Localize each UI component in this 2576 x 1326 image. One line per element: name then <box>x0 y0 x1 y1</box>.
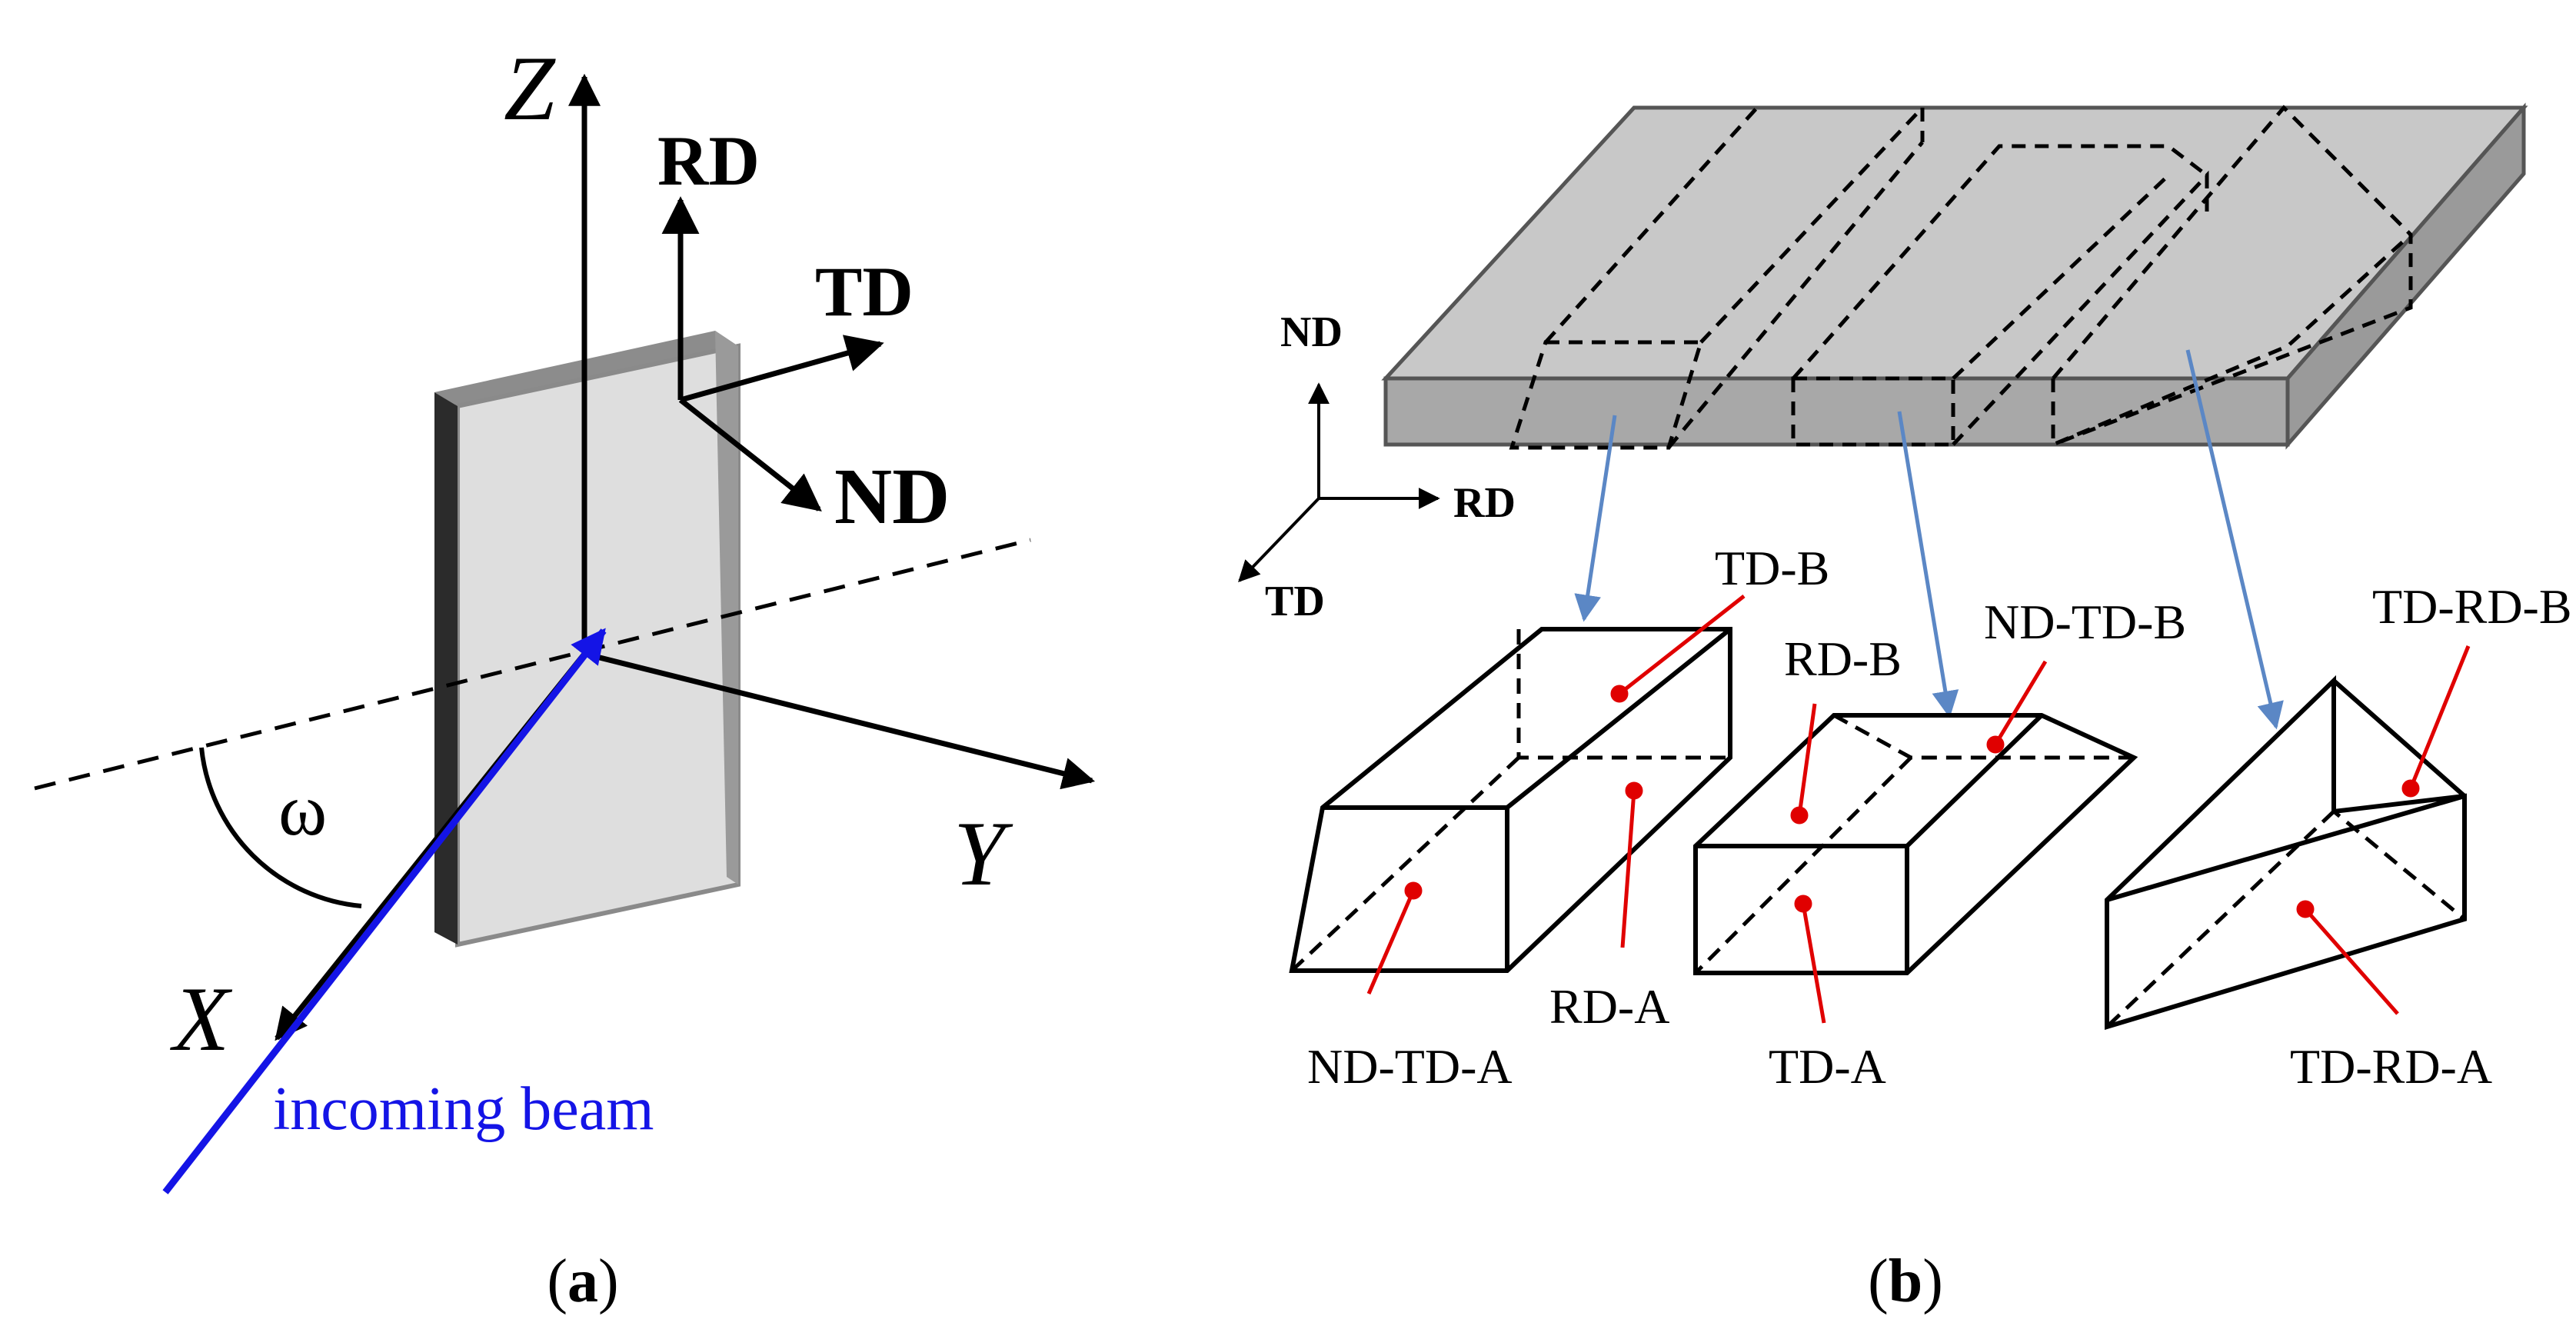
label-td-rd-b: TD-RD-B <box>2372 579 2572 634</box>
panel-a: Z Y X RD TD ND ω incoming beam (a) <box>34 37 1096 1315</box>
axis-z-label: Z <box>504 37 556 139</box>
triad-nd-label: ND <box>1280 308 1343 356</box>
plate-side-edge <box>434 392 458 945</box>
pointer-line-td-rd-b <box>2408 645 2471 789</box>
rd-label: RD <box>657 122 760 200</box>
plate-front-face <box>455 343 741 948</box>
link-arrow-3 <box>2185 349 2284 730</box>
incoming-beam-label: incoming beam <box>273 1075 654 1143</box>
pointer-line-rd-a <box>1620 790 1636 948</box>
pointer-line-rd-b <box>1797 703 1817 816</box>
caption-b-letter: b <box>1889 1248 1923 1315</box>
triad-td-arrow <box>1238 497 1320 583</box>
label-td-b: TD-B <box>1715 541 1829 595</box>
specimen-2 <box>1693 713 2138 975</box>
pointer-line-td-rd-a <box>2304 908 2399 1015</box>
caption-a: (a) <box>547 1248 618 1315</box>
label-rd-a: RD-A <box>1549 979 1669 1034</box>
specimen-1 <box>1289 627 1732 973</box>
y-axis <box>584 651 1096 790</box>
triad-td-label: TD <box>1265 578 1325 625</box>
plate-front-face <box>1383 376 2290 447</box>
incoming-beam-arrow <box>162 628 607 1194</box>
axis-y-label: Y <box>954 802 1013 905</box>
triad-rd-label: RD <box>1453 479 1516 527</box>
label-rd-b: RD-B <box>1784 631 1902 686</box>
nd-arrow <box>678 398 822 512</box>
label-td-a: TD-A <box>1769 1039 1886 1094</box>
label-nd-td-a: ND-TD-A <box>1307 1039 1513 1094</box>
td-label: TD <box>815 252 914 331</box>
pointer-line-td-a <box>1801 903 1826 1024</box>
link-arrow-1 <box>1574 415 1617 622</box>
plate-right-edge <box>715 331 738 885</box>
cut-region-3 <box>2051 105 2413 448</box>
pointer-line-nd-td-b <box>1993 660 2048 746</box>
omega-arc <box>199 747 362 908</box>
td-arrow <box>680 335 884 403</box>
dashed-reference-line <box>34 538 1031 791</box>
label-nd-td-b: ND-TD-B <box>1984 595 2186 649</box>
nd-label: ND <box>834 452 950 541</box>
caption-a-letter: a <box>567 1248 598 1315</box>
link-arrow-2 <box>1897 411 1959 718</box>
pointers <box>1366 595 2471 1024</box>
rolled-plate <box>1381 102 2528 450</box>
pointer-line-td-b <box>1618 595 1746 695</box>
sample-frame <box>661 196 884 512</box>
axis-x-label: X <box>170 968 233 1070</box>
panel-b: ND RD TD <box>1238 102 2572 1315</box>
cut-region-1 <box>1509 106 1925 450</box>
omega-label: ω <box>278 768 327 851</box>
label-td-rd-a: TD-RD-A <box>2290 1039 2492 1094</box>
specimen-3 <box>2105 675 2467 1031</box>
coord-triad: ND RD TD <box>1238 308 1516 625</box>
plate-right-face <box>2285 102 2526 450</box>
caption-b: (b) <box>1868 1248 1943 1315</box>
pointer-line-nd-td-a <box>1366 890 1416 995</box>
